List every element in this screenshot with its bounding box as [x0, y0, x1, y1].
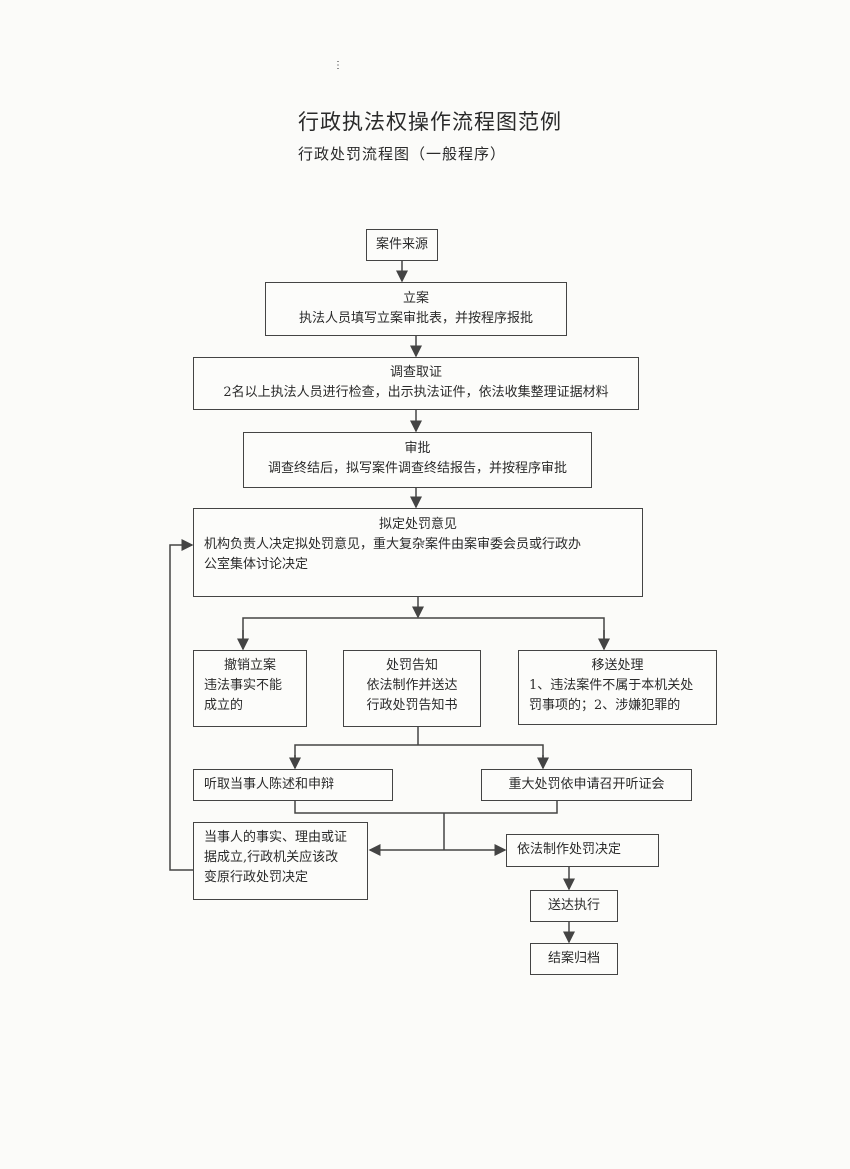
node-title: 拟定处罚意见	[378, 517, 457, 532]
node-text-line: 1、违法案件不属于本机关处	[529, 678, 694, 693]
node-text-line: 成立的	[204, 698, 244, 713]
node-hearing: 重大处罚依申请召开听证会	[481, 769, 692, 801]
node-title: 处罚告知	[385, 658, 438, 673]
feedback-line	[169, 539, 194, 871]
node-title: 调查取证	[389, 365, 442, 380]
node-title: 依法制作处罚决定	[517, 842, 622, 857]
node-title: 结案归档	[547, 951, 600, 966]
merge-line	[294, 801, 558, 814]
node-title: 撤销立案	[223, 658, 276, 673]
node-title: 重大处罚依申请召开听证会	[508, 777, 665, 792]
node-penalty-decision: 依法制作处罚决定	[506, 834, 659, 867]
node-text-line: 依法制作并送达	[366, 678, 458, 693]
node-title: 审批	[404, 441, 431, 456]
node-investigation: 调查取证 2名以上执法人员进行检查，出示执法证件，依法收集整理证据材料	[193, 357, 639, 410]
node-text: 调查终结后，拟写案件调查终结报告，并按程序审批	[267, 461, 567, 476]
node-text-line: 机构负责人决定拟处罚意见，重大复杂案件由案审委会员或行政办	[204, 537, 582, 552]
node-close-archive: 结案归档	[530, 943, 618, 975]
page-title: 行政执法权操作流程图范例	[298, 110, 562, 134]
branch-line	[242, 617, 605, 649]
notice-branch-line	[294, 744, 544, 768]
node-revoke-filing: 撤销立案 违法事实不能 成立的	[193, 650, 307, 727]
node-title: 听取当事人陈述和申辩	[204, 777, 335, 792]
node-text-line: 行政处罚告知书	[366, 698, 458, 713]
node-approval: 审批 调查终结后，拟写案件调查终结报告，并按程序审批	[243, 432, 592, 488]
node-text-line: 据成立,行政机关应该改	[204, 850, 339, 865]
node-filing: 立案 执法人员填写立案审批表，并按程序报批	[265, 282, 567, 336]
node-case-source: 案件来源	[366, 229, 438, 261]
node-statement-defense: 听取当事人陈述和申辩	[193, 769, 393, 801]
node-title: 立案	[402, 291, 429, 306]
node-penalty-notice: 处罚告知 依法制作并送达 行政处罚告知书	[343, 650, 481, 727]
node-text-line: 变原行政处罚决定	[204, 870, 309, 885]
node-text-line: 公室集体讨论决定	[204, 557, 309, 572]
node-title: 移送处理	[591, 658, 644, 673]
node-title: 案件来源	[375, 237, 428, 252]
node-deliver-execute: 送达执行	[530, 890, 618, 922]
page-subtitle: 行政处罚流程图（一般程序）	[298, 145, 507, 163]
node-text: 2名以上执法人员进行检查，出示执法证件，依法收集整理证据材料	[223, 385, 609, 400]
node-text-line: 罚事项的；2、涉嫌犯罪的	[529, 698, 681, 713]
node-transfer: 移送处理 1、违法案件不属于本机关处 罚事项的；2、涉嫌犯罪的	[518, 650, 717, 725]
node-penalty-opinion: 拟定处罚意见 机构负责人决定拟处罚意见，重大复杂案件由案审委会员或行政办 公室集…	[193, 508, 643, 597]
node-text-line: 违法事实不能	[204, 678, 283, 693]
scan-mark: ⋮	[333, 60, 343, 71]
node-text-line: 当事人的事实、理由或证	[204, 830, 348, 845]
node-change-decision: 当事人的事实、理由或证 据成立,行政机关应该改 变原行政处罚决定	[193, 822, 368, 900]
node-text: 执法人员填写立案审批表，并按程序报批	[298, 311, 533, 326]
node-title: 送达执行	[547, 898, 600, 913]
